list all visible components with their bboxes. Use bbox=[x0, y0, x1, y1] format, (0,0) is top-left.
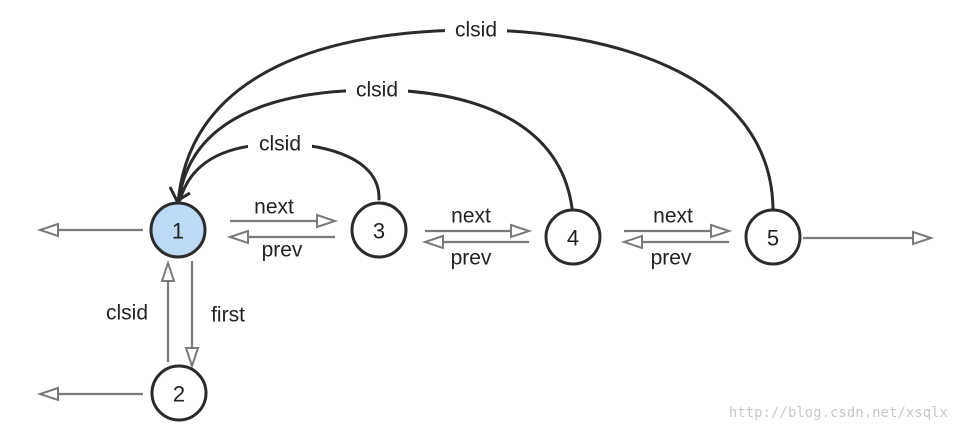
edge-label-next-3-to-4: next bbox=[451, 205, 491, 228]
edge-label-prev-4-to-3: prev bbox=[451, 247, 492, 270]
edge-clsid-2-to-1-arrowhead bbox=[160, 259, 176, 282]
edge-5-outgoing-right-arrowhead bbox=[912, 230, 935, 246]
node-5-circle bbox=[744, 208, 802, 266]
edge-label-next-1-to-3: next bbox=[254, 196, 294, 219]
watermark: http://blog.csdn.net/xsqlx bbox=[729, 405, 948, 421]
node-4-circle bbox=[544, 208, 602, 266]
label-bg bbox=[248, 132, 312, 156]
label-bg bbox=[346, 78, 408, 102]
edge-prev-5-to-4-arrowhead bbox=[620, 234, 643, 250]
edge-2-outgoing-left-arrowhead bbox=[36, 386, 59, 402]
edge-next-3-to-4-arrowhead bbox=[510, 223, 533, 239]
edge-label-prev-5-to-4: prev bbox=[651, 247, 692, 270]
node-2-label: 2 bbox=[173, 382, 185, 407]
node-2-circle bbox=[150, 364, 208, 422]
node-3-label: 3 bbox=[373, 219, 385, 244]
edge-clsid-5-to-1 bbox=[176, 28, 775, 210]
edge-first-1-to-2-arrowhead bbox=[184, 347, 200, 370]
edge-prev-3-to-1-arrowhead bbox=[226, 229, 249, 245]
node-1-label: 1 bbox=[172, 219, 184, 244]
edge-label-next-4-to-5: next bbox=[653, 205, 693, 228]
node-3: 3 bbox=[350, 201, 408, 259]
edge-1-outgoing-left-arrowhead bbox=[36, 222, 59, 238]
edge-next-4-to-5-arrowhead bbox=[710, 223, 733, 239]
edge-label-clsid-2-to-1: clsid bbox=[106, 302, 148, 325]
edge-label-first-1-to-2: first bbox=[211, 304, 245, 327]
node-1: 1 bbox=[149, 201, 207, 259]
node-3-circle bbox=[350, 201, 408, 259]
node-5-label: 5 bbox=[767, 226, 779, 251]
edge-label-clsid-4-to-1: clsid bbox=[356, 79, 398, 102]
edge-label-clsid-3-to-1: clsid bbox=[259, 133, 301, 156]
label-bg bbox=[445, 18, 507, 42]
edge-clsid-arrowhead bbox=[168, 186, 191, 203]
node-2: 2 bbox=[150, 364, 208, 422]
node-4: 4 bbox=[544, 208, 602, 266]
edge-next-1-to-3-arrowhead bbox=[316, 213, 339, 229]
edge-label-prev-3-to-1: prev bbox=[262, 239, 303, 262]
node-4-label: 4 bbox=[567, 226, 579, 251]
node-1-circle bbox=[149, 201, 207, 259]
node-5: 5 bbox=[744, 208, 802, 266]
edge-prev-4-to-3-arrowhead bbox=[421, 234, 444, 250]
edge-label-clsid-5-to-1: clsid bbox=[455, 19, 497, 42]
